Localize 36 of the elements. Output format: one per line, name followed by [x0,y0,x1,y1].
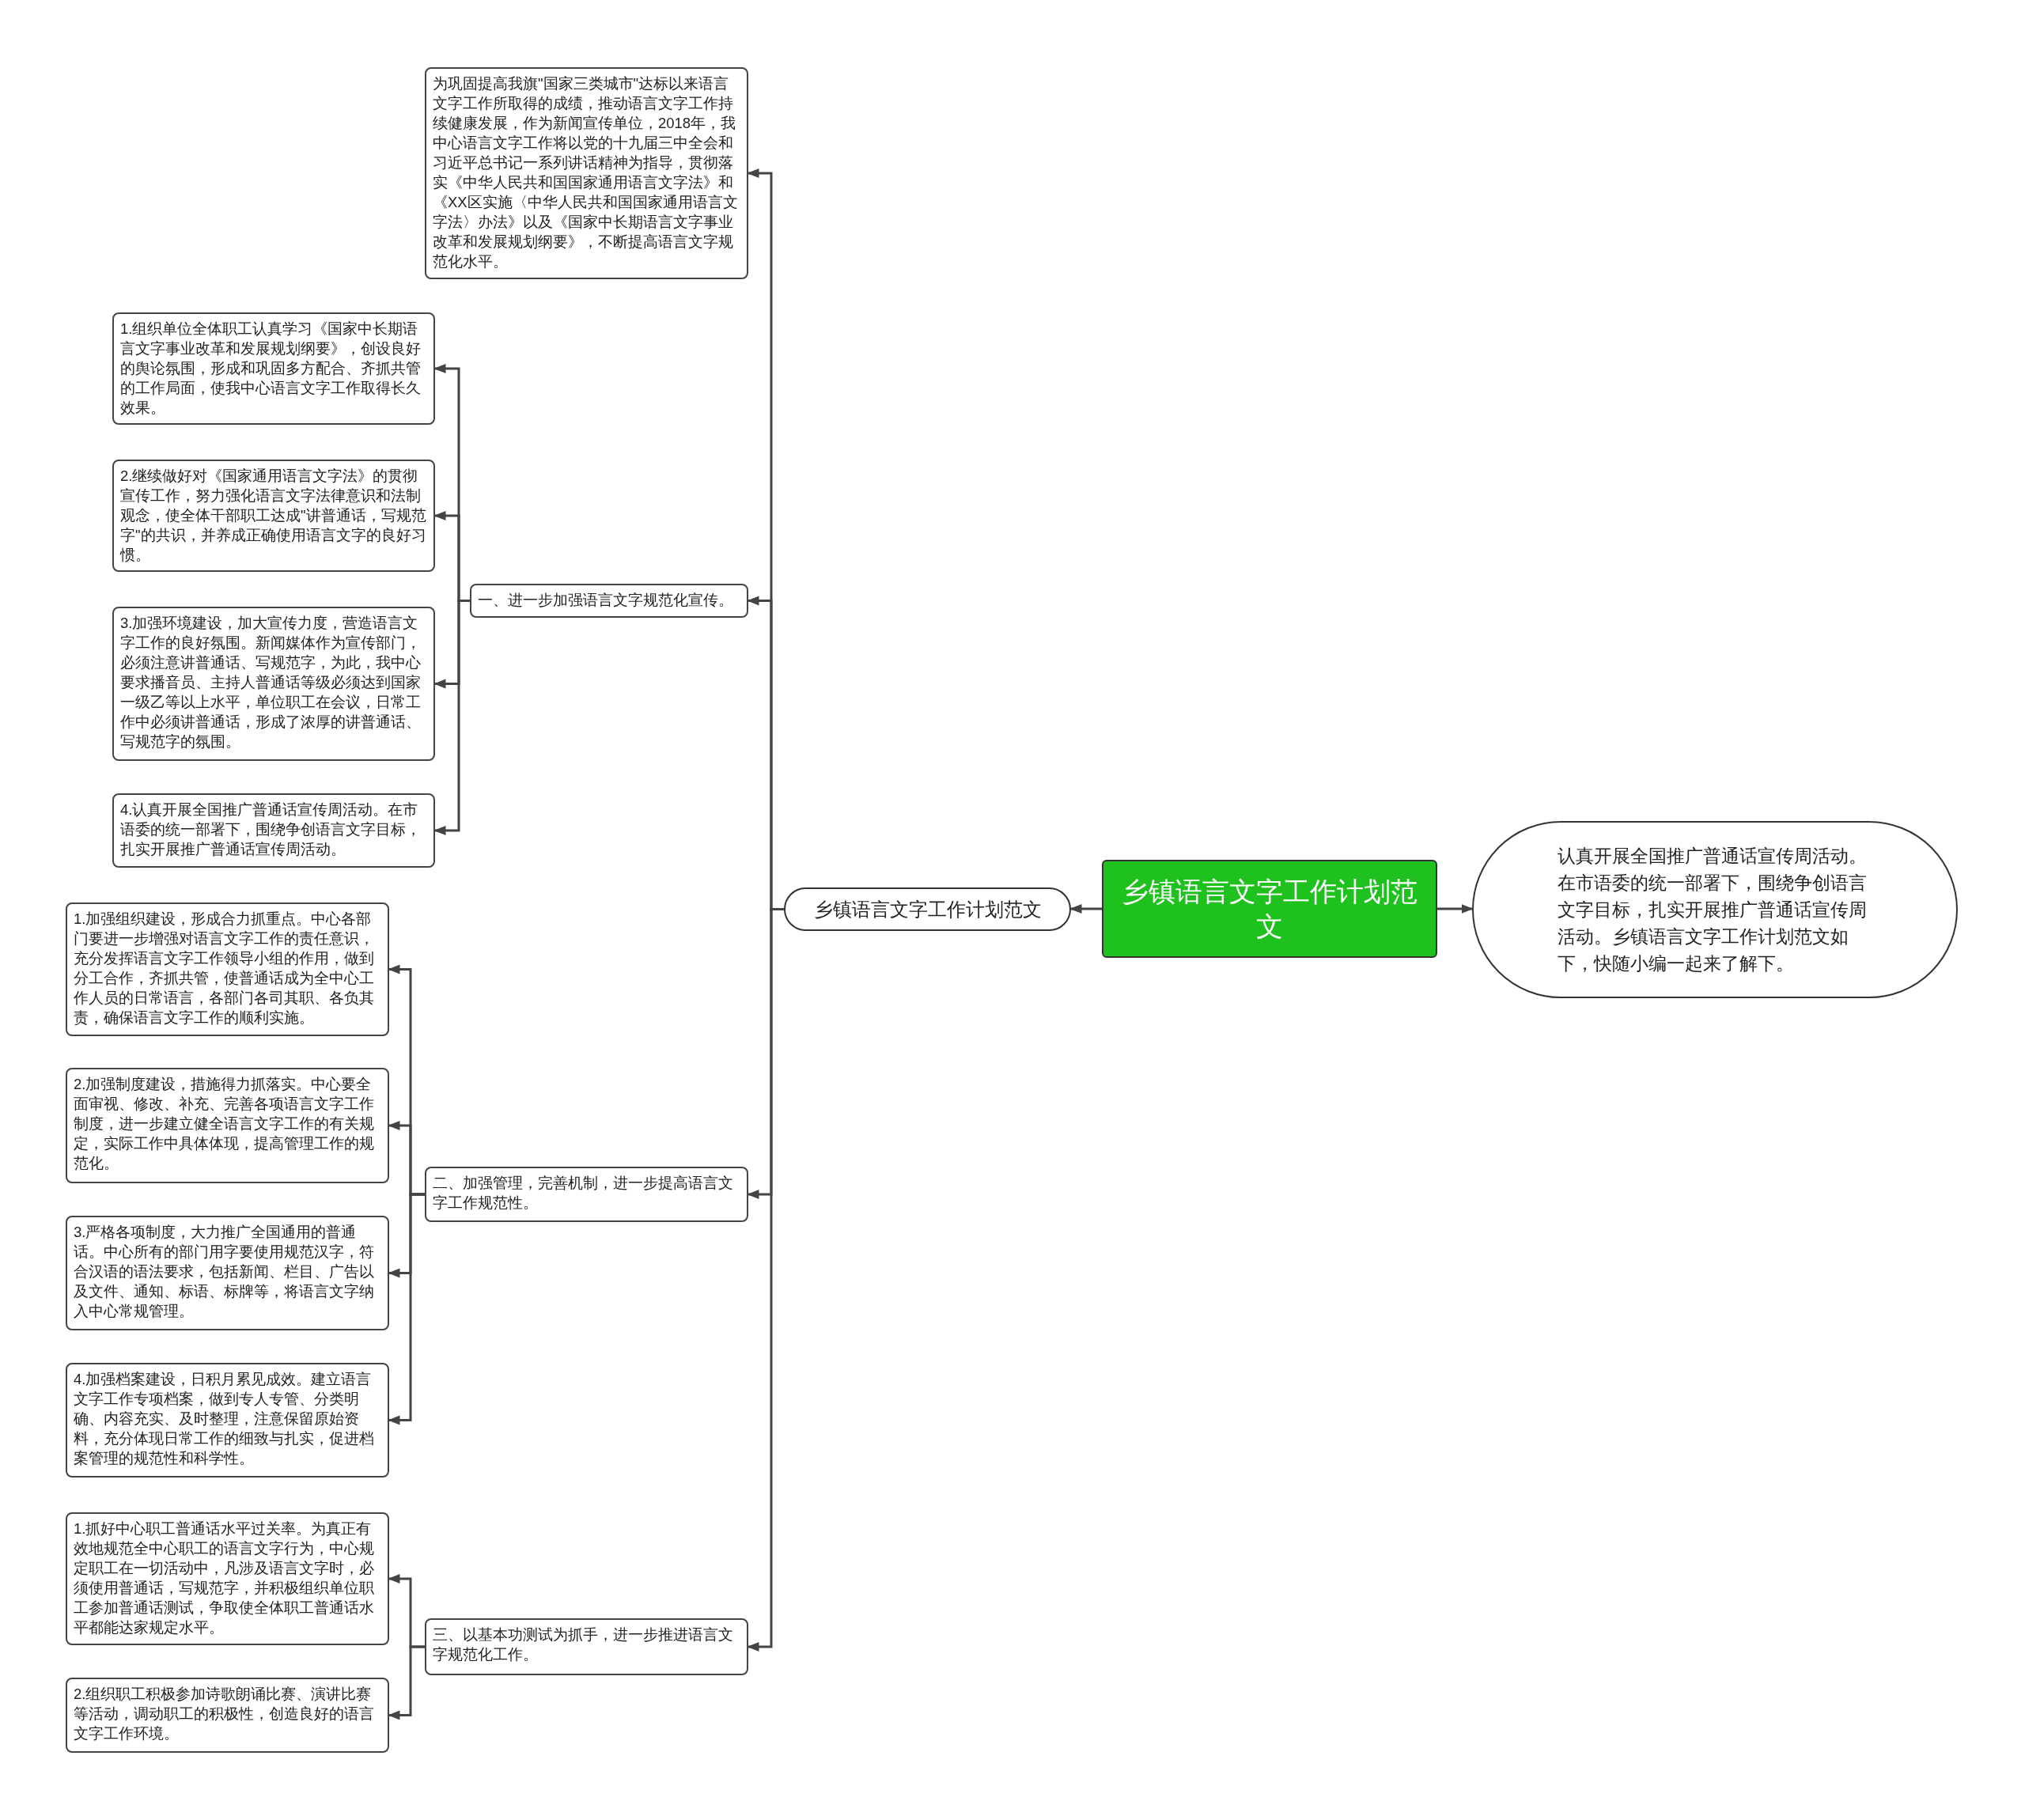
connector-arrow [388,1645,425,1720]
node-text: 二、加强管理，完善机制，进一步提高语言文字工作规范性。 [433,1174,734,1213]
node-text: 乡镇语言文字工作计划范文 [813,897,1042,921]
node-text: 1.加强组织建设，形成合力抓重点。中心各部门要进一步增强对语言文字工作的责任意识，充分发挥语言文字工作领导小组的作用，做到分工合作，齐抓共管，使普通话成为全中心工作人员的日常语言，各部门各司其职、各负其责，确保语言文字工作的顺利实施。 [74,910,375,1027]
root-topic-box [1102,860,1437,958]
node-text: 3.严格各项制度，大力推广全国通用的普通话。中心所有的部门用字要使用规范汉字，符合汉语的语法要求，包括新闻、栏目、广告以及文件、通知、标语、标牌等，将语言文字纳入中心常规管理。 [74,1223,375,1321]
text-box [112,607,435,761]
node-text: 认真开展全国推广普通话宣传周活动。在市语委的统一部署下，围绕争创语言文字目标，扎实开展推广普通话宣传周活动。乡镇语言文字工作计划范文如下，快随小编一起来了解下。 [1558,845,1868,975]
node-text: 1.抓好中心职工普通话水平过关率。为真正有效地规范全中心职工的语言文字行为，中心规定职工在一切活动中，凡涉及语言文字时，必须使用普通话，写规范字，并积极组织单位职工参加普通话测试，争取使全体职工普通话水平都能达家规定水平。 [74,1519,375,1637]
text-box [112,312,435,425]
text-box [66,902,389,1036]
connector-arrow [1437,904,1474,914]
text-box [112,460,435,572]
node-text: 3.加强环境建设，加大宣传力度，营造语言文字工作的良好氛围。新闻媒体作为宣传部门，必须注意讲普通话、写规范字，为此，我中心要求播音员、主持人普通话等级必须达到国家一级乙等以上水平，单位职工在会议，日常工作中必须讲普通话，形成了浓厚的讲普通话、写规范字的氛围。 [120,614,422,751]
text-box [470,584,748,618]
text-box [66,1068,389,1183]
connector-arrow [388,1193,425,1425]
node-text: 为巩固提高我旗"国家三类城市"达标以来语言文字工作所取得的成绩，推动语言文字工作持续健康发展，作为新闻宣传单位，2018年，我中心语言文字工作将以党的十九届三中全会和习近平总书记一系列讲话精神为指导，贯彻落实《中华人民共和国国家通用语言文字法》和《XX区实施〈中华人民共和国国家通用语言文字法〉办法》以及《国家中长期语言文字事业改革和发展规划纲要》，不断提高语言文字规范化水平。 [433,74,739,271]
node-text: 一、进一步加强语言文字规范化宣传。 [478,591,734,610]
node-text: 2.加强制度建设，措施得力抓落实。中心要全面审视、修改、补充、完善各项语言文字工作制度，进一步建立健全语言文字工作的有关规定，实际工作中具体体现，提高管理工作的规范化。 [74,1075,375,1173]
text-box [66,1363,389,1478]
text-box [66,1512,389,1645]
node-text: 2.组织职工积极参加诗歌朗诵比赛、演讲比赛等活动，调动职工的积极性，创造良好的语言文字工作环境。 [74,1685,375,1743]
text-box [425,1167,748,1222]
node-text: 乡镇语言文字工作计划范文 [1121,876,1418,943]
text-box [425,1618,748,1675]
connector-arrow [433,600,470,835]
node-text: 4.认真开展全国推广普通话宣传周活动。在市语委的统一部署下，围绕争创语言文字目标，扎实开展推广普通话宣传周活动。 [120,800,422,859]
node-text: 4.加强档案建设，日积月累见成效。建立语言文字工作专项档案，做到专人专管、分类明确、内容充实、及时整理，注意保留原始资料，充分体现日常工作的细致与扎实，促进档案管理的规范性和科学性。 [74,1370,375,1468]
node-text: 2.继续做好对《国家通用语言文字法》的贯彻宣传工作，努力强化语言文字法律意识和法制观念，使全体干部职工达成"讲普通话，写规范字"的共识，并养成正确使用语言文字的良好习惯。 [120,467,427,565]
node-text: 1.组织单位全体职工认真学习《国家中长期语言文字事业改革和发展规划纲要》，创设良好的舆论氛围，形成和巩固多方配合、齐抓共管的工作局面，使我中心语言文字工作取得长久效果。 [120,320,422,418]
text-box [66,1678,389,1753]
text-box [112,793,435,868]
node-text: 三、以基本功测试为抓手，进一步推进语言文字规范化工作。 [433,1625,734,1664]
topic-pill [784,887,1071,931]
text-box [66,1216,389,1330]
